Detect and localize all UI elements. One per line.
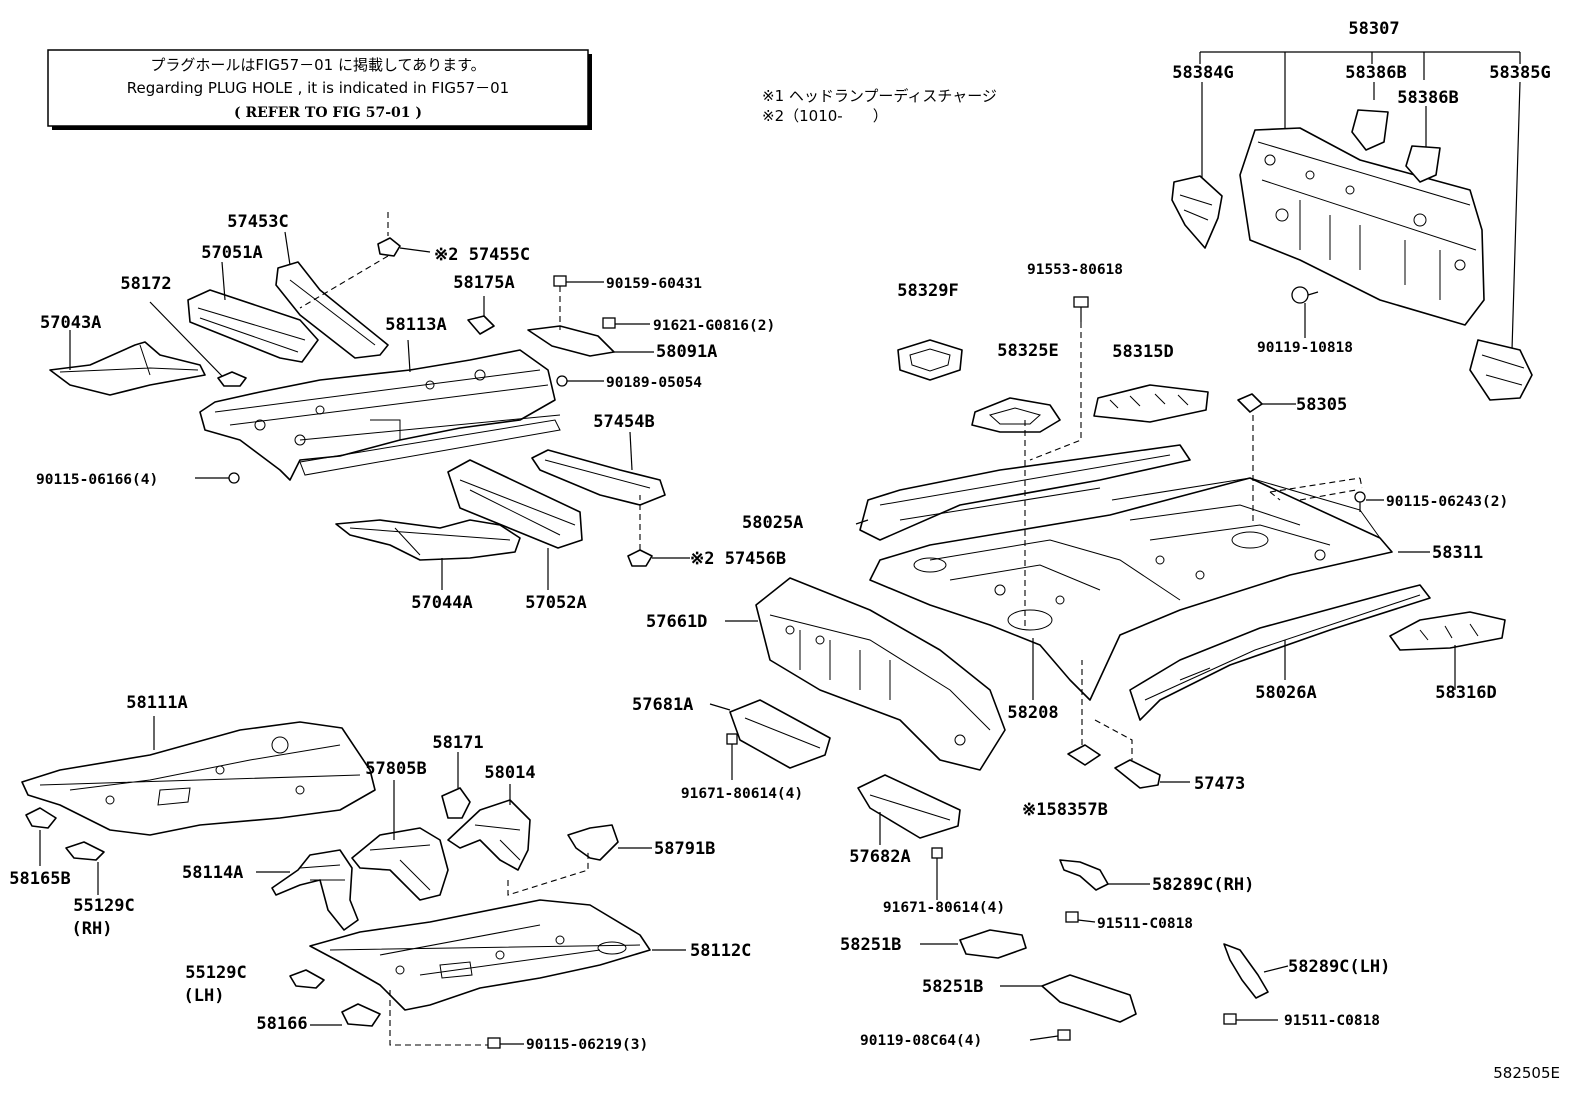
label-58305: 58305	[1296, 395, 1347, 415]
label-58251B-b: 58251B	[922, 977, 983, 997]
label-58311: 58311	[1432, 543, 1483, 563]
label-58384G: 58384G	[1172, 63, 1233, 83]
label-58251B-a: 58251B	[840, 935, 901, 955]
label-58385G: 58385G	[1489, 63, 1550, 83]
label-58289C-LH: 58289C(LH)	[1288, 957, 1390, 977]
label-58329F: 58329F	[897, 281, 958, 301]
label-90159-60431: 90159-60431	[606, 276, 702, 292]
label-57682A: 57682A	[849, 847, 910, 867]
label-58171: 58171	[432, 733, 483, 753]
label-55129C-RH: 55129C	[73, 896, 134, 916]
label-58386B-b: 58386B	[1397, 88, 1458, 108]
group-floor-pan	[21, 716, 686, 1049]
label-57454B: 57454B	[593, 412, 654, 432]
label-57052A: 57052A	[525, 593, 586, 613]
label-57051A: 57051A	[201, 243, 262, 263]
label-91511-C0818-b: 91511-C0818	[1284, 1013, 1380, 1029]
label-58114A: 58114A	[182, 863, 243, 883]
label-91671-80614-a: 91671-80614(4)	[681, 786, 803, 802]
label-58386B-a: 58386B	[1345, 63, 1406, 83]
group-rear-floor	[709, 296, 1506, 1041]
label-58026A: 58026A	[1255, 683, 1316, 703]
figure-code: 582505E	[1493, 1064, 1560, 1082]
label-90189-05054: 90189-05054	[606, 375, 702, 391]
label-57456B: ※2 57456B	[690, 549, 786, 569]
label-55129C-LH: 55129C	[185, 963, 246, 983]
label-58091A: 58091A	[656, 342, 717, 362]
label-90115-06166: 90115-06166(4)	[36, 472, 158, 488]
group-58307	[1171, 51, 1533, 401]
label-90115-06219: 90115-06219(3)	[526, 1037, 648, 1053]
note-line-japanese: プラグホールはFIG57－01 に掲載してあります。	[150, 56, 485, 74]
label-90119-10818: 90119-10818	[1257, 340, 1353, 356]
label-58357B: ※158357B	[1022, 800, 1108, 820]
label-57044A: 57044A	[411, 593, 472, 613]
label-57681A: 57681A	[632, 695, 693, 715]
label-90119-08C64: 90119-08C64(4)	[860, 1033, 982, 1049]
label-58165B: 58165B	[9, 869, 70, 889]
label-58166: 58166	[256, 1014, 307, 1034]
label-57043A: 57043A	[40, 313, 101, 333]
label-55129C-LH-side: (LH)	[184, 986, 225, 1006]
label-57453C: 57453C	[227, 212, 288, 232]
label-91511-C0818-a: 91511-C0818	[1097, 916, 1193, 932]
label-55129C-RH-side: (RH)	[72, 919, 113, 939]
label-58316D: 58316D	[1435, 683, 1496, 703]
label-57473: 57473	[1194, 774, 1245, 794]
label-58307: 58307	[1348, 19, 1399, 39]
note-line-reference: ( REFER TO FIG 57-01 )	[234, 105, 422, 121]
label-58325E: 58325E	[997, 341, 1058, 361]
label-58025A: 58025A	[742, 513, 803, 533]
label-58315D: 58315D	[1112, 342, 1173, 362]
label-91671-80614-b: 91671-80614(4)	[883, 900, 1005, 916]
label-91553-80618: 91553-80618	[1027, 262, 1123, 278]
label-91621-G0816: 91621-G0816(2)	[653, 318, 775, 334]
label-58111A: 58111A	[126, 693, 187, 713]
group-front-floor	[49, 212, 690, 590]
label-58112C: 58112C	[690, 941, 751, 961]
label-58175A: 58175A	[453, 273, 514, 293]
note-box: プラグホールはFIG57－01 に掲載してあります。 Regarding PLU…	[47, 49, 592, 130]
label-90115-06243: 90115-06243(2)	[1386, 494, 1508, 510]
label-58014: 58014	[484, 763, 535, 783]
label-57805B: 57805B	[365, 759, 426, 779]
label-58113A: 58113A	[385, 315, 446, 335]
footnote-2: ※2（1010- ）	[762, 107, 888, 125]
label-58172: 58172	[120, 274, 171, 294]
footnote-1: ※1 ヘッドランプーディスチャージ	[762, 87, 997, 105]
note-line-english: Regarding PLUG HOLE , it is indicated in…	[127, 79, 509, 97]
label-57661D: 57661D	[646, 612, 707, 632]
label-57455C: ※2 57455C	[434, 245, 530, 265]
label-58791B: 58791B	[654, 839, 715, 859]
label-58289C-RH: 58289C(RH)	[1152, 875, 1254, 895]
label-58208: 58208	[1007, 703, 1058, 723]
